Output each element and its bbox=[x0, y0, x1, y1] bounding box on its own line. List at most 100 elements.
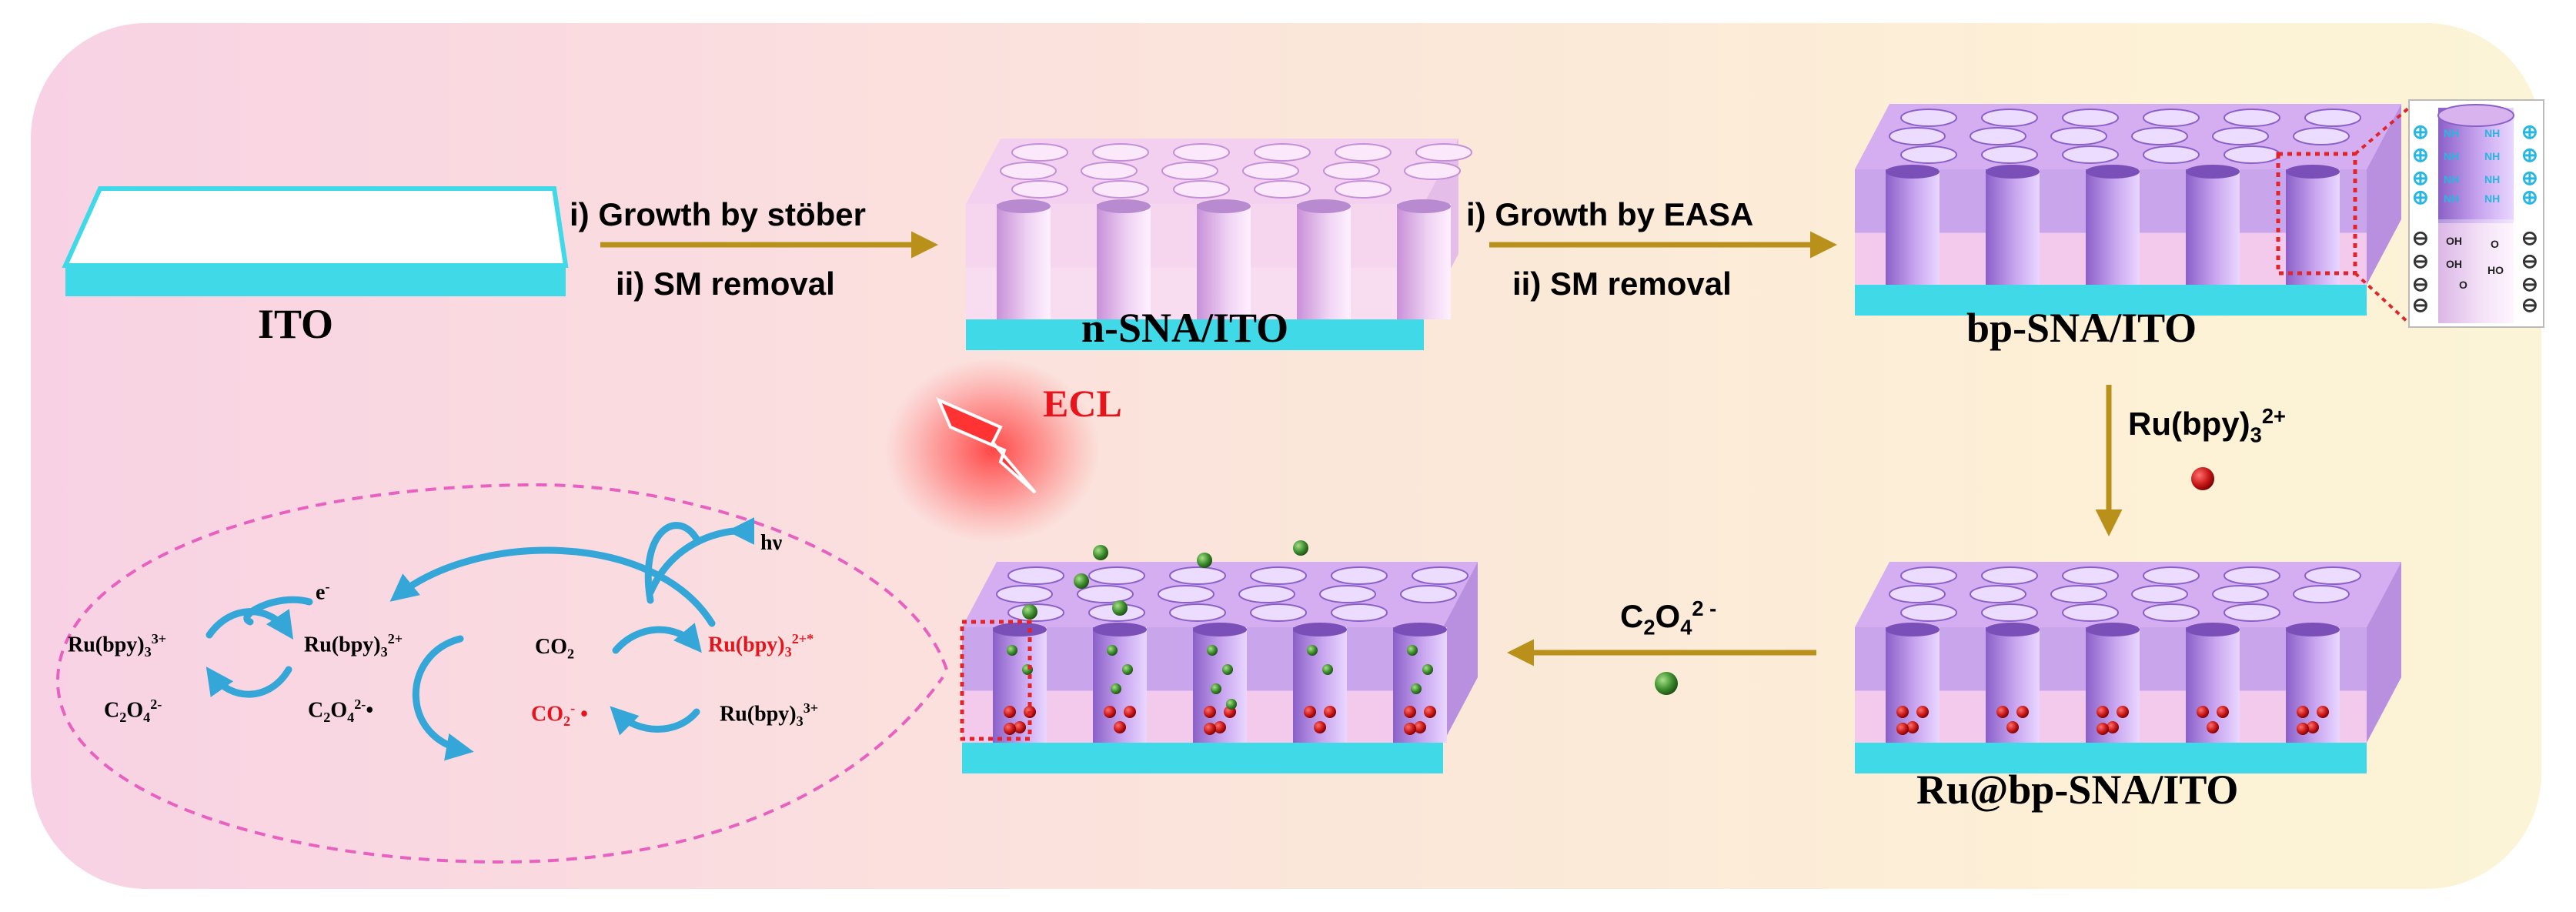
pore-opening bbox=[1238, 585, 1295, 603]
oxalate-ion bbox=[1226, 699, 1237, 710]
oxalate-ion bbox=[1322, 664, 1333, 675]
ru-complex bbox=[2097, 706, 2109, 718]
pore-channel bbox=[997, 204, 1051, 319]
negative-charge: ⊖ bbox=[2412, 272, 2429, 296]
ru-loading-label: Ru(bpy)32+ bbox=[2128, 404, 2286, 447]
positive-charge: ⊕ bbox=[2412, 166, 2429, 189]
ru-complex bbox=[1304, 706, 1316, 718]
pore-opening bbox=[1900, 145, 1957, 164]
pore-opening bbox=[1088, 566, 1145, 585]
ru-complex bbox=[1896, 706, 1909, 718]
positive-charge: ⊕ bbox=[2521, 166, 2538, 189]
pore-opening bbox=[2212, 585, 2269, 603]
pore-rim bbox=[1193, 623, 1247, 636]
pore-rim bbox=[2286, 165, 2340, 179]
pore-opening bbox=[2304, 109, 2361, 127]
ru-complex bbox=[1124, 706, 1136, 718]
pore-opening bbox=[2062, 603, 2119, 622]
oxide-group: O bbox=[2491, 238, 2499, 250]
amine-group: NH bbox=[2484, 150, 2500, 162]
ito-electrode bbox=[62, 186, 569, 296]
pore-opening bbox=[2224, 145, 2280, 164]
pore-opening bbox=[1161, 162, 1218, 180]
ru-complex bbox=[1014, 721, 1026, 733]
pore-opening bbox=[1970, 127, 2026, 145]
pore-opening bbox=[2224, 109, 2280, 127]
positive-charge: ⊕ bbox=[2412, 143, 2429, 166]
pore-rim bbox=[1986, 165, 2040, 179]
bp-sna-electrode bbox=[1855, 104, 2401, 316]
ru-complex bbox=[1404, 706, 1416, 718]
pore-rim bbox=[2086, 623, 2140, 636]
pore-opening bbox=[1011, 143, 1068, 162]
amine-group: NH bbox=[2484, 173, 2500, 185]
oxalate-ion bbox=[1207, 645, 1218, 656]
negative-charge: ⊖ bbox=[2412, 249, 2429, 272]
pore-opening bbox=[2062, 566, 2119, 585]
pore-opening bbox=[2062, 109, 2119, 127]
mechanism-arrows bbox=[205, 517, 755, 761]
oxalate-ion bbox=[1007, 645, 1017, 656]
pore-opening bbox=[2050, 585, 2107, 603]
step2-growth-label: i) Growth by EASA bbox=[1466, 196, 1754, 232]
mech-ru2: Ru(bpy)32+ bbox=[304, 631, 403, 660]
pore-rim bbox=[1986, 623, 2040, 636]
pore-opening bbox=[1092, 180, 1149, 199]
ecl-label: ECL bbox=[1043, 382, 1122, 425]
ru-complex bbox=[1214, 721, 1226, 733]
oxalate-ion bbox=[1122, 664, 1133, 675]
amine-group: NH bbox=[2444, 173, 2459, 185]
pore-channel bbox=[1197, 204, 1251, 319]
pore-opening bbox=[1981, 603, 2038, 622]
pore-opening bbox=[1011, 180, 1068, 199]
pore-opening bbox=[1007, 566, 1064, 585]
pore-rim bbox=[1886, 623, 1940, 636]
ru-complex bbox=[2217, 706, 2229, 718]
ru-bp-sna-electrode bbox=[1855, 562, 2401, 773]
oxalate-dot bbox=[1655, 672, 1678, 695]
mech-co2-radical: CO2- • bbox=[531, 700, 588, 729]
pore-opening bbox=[2224, 566, 2280, 585]
pore-opening bbox=[1000, 162, 1057, 180]
pore-opening bbox=[1404, 162, 1461, 180]
mech-ru3-right: Ru(bpy)33+ bbox=[720, 700, 819, 729]
silica-side-face bbox=[2367, 562, 2401, 743]
ru-complex bbox=[1204, 706, 1216, 718]
negative-charge: ⊖ bbox=[2412, 293, 2429, 316]
pore-channel bbox=[2186, 169, 2240, 285]
pore-opening bbox=[1242, 162, 1299, 180]
oxalate-ion bbox=[1407, 645, 1418, 656]
pore-opening bbox=[1158, 585, 1214, 603]
ru-complex bbox=[1906, 721, 1919, 733]
pore-rim bbox=[1097, 199, 1151, 213]
pore-opening bbox=[2143, 145, 2200, 164]
pore-opening bbox=[1981, 145, 2038, 164]
ito-substrate bbox=[966, 319, 1424, 350]
pore-opening bbox=[1900, 566, 1957, 585]
pore-opening bbox=[1250, 603, 1307, 622]
ecl-electrode bbox=[962, 540, 1478, 773]
negative-charge: ⊖ bbox=[2412, 226, 2429, 249]
positive-charge: ⊕ bbox=[2521, 185, 2538, 209]
pore-opening bbox=[1400, 585, 1457, 603]
oxalate-ion bbox=[1197, 553, 1212, 568]
step2-removal-label: ii) SM removal bbox=[1512, 266, 1732, 302]
pore-rim bbox=[993, 623, 1047, 636]
oxalate-ion bbox=[1211, 683, 1221, 694]
n-sna-label: n-SNA/ITO bbox=[1081, 305, 1289, 351]
mech-co2: CO2 bbox=[535, 635, 575, 662]
ru-complex bbox=[2297, 706, 2309, 718]
pore-opening bbox=[1900, 603, 1957, 622]
pore-opening bbox=[1323, 162, 1380, 180]
ru-complex bbox=[2097, 723, 2109, 735]
ru-complex bbox=[2006, 721, 2019, 733]
ito-substrate bbox=[962, 743, 1443, 773]
pore-rim bbox=[1393, 623, 1447, 636]
mech-oxalate-radical: C2O42-• bbox=[308, 697, 374, 725]
pore-opening bbox=[1173, 180, 1230, 199]
hydroxyl-group: OH bbox=[2446, 258, 2462, 270]
ru-complex bbox=[1004, 723, 1016, 735]
positive-charge: ⊕ bbox=[2412, 120, 2429, 143]
pore-opening bbox=[2143, 109, 2200, 127]
